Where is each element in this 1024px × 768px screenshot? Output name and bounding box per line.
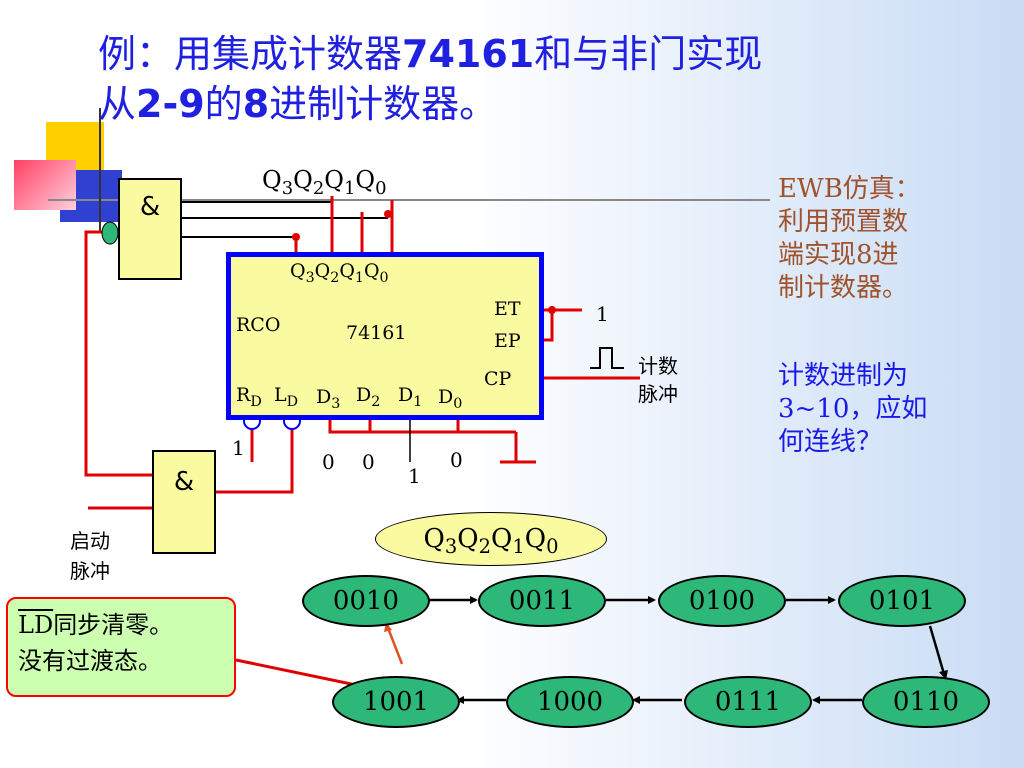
chip-cp: CP (484, 368, 512, 390)
page-title-line2: 从2-9的8进制计数器。 (98, 82, 498, 126)
chip-d0: D0 (438, 386, 463, 412)
deco-square-pink (14, 160, 76, 210)
sync-clear-note: LD同步清零。 没有过渡态。 (6, 597, 236, 697)
value-d1: 1 (408, 464, 421, 488)
state-0011: 0011 (478, 575, 606, 627)
state-0010: 0010 (302, 575, 430, 627)
chip-q-label: Q3Q2Q1Q0 (290, 260, 389, 286)
arrow-1001-0010 (386, 627, 404, 665)
value-rd: 1 (232, 436, 245, 460)
gate-bubble (101, 221, 119, 245)
state-1001: 1001 (332, 676, 460, 728)
ewb-note: EWB仿真：利用预置数端实现8进制计数器。 (778, 174, 921, 303)
state-1000: 1000 (506, 676, 634, 728)
state-0111: 0111 (684, 676, 812, 728)
state-0110: 0110 (862, 676, 990, 728)
state-label: Q3Q2Q1Q0 (375, 512, 607, 566)
chip-rd: RD (236, 384, 262, 410)
chip-ep: EP (494, 330, 521, 352)
nand-gate-top: & (118, 178, 182, 280)
chip-et: ET (494, 298, 521, 320)
arrow-0101-0110 (928, 625, 946, 675)
wire-d-bus (328, 414, 516, 434)
chip-ld: LD (274, 384, 299, 410)
count-pulse-label: 计数脉冲 (638, 354, 678, 406)
page-title-line1: 例：用集成计数器74161和与非门实现 (98, 32, 763, 76)
ld-overbar: LD (18, 611, 54, 639)
nand-gate-bottom: & (152, 450, 216, 554)
wire-gate-loop (84, 230, 154, 477)
state-0101: 0101 (838, 575, 966, 627)
counter-chip (226, 252, 544, 420)
wire-ld (214, 430, 294, 494)
chip-rco: RCO (236, 314, 281, 336)
chip-name: 74161 (346, 322, 407, 344)
q-outputs-label: Q3Q2Q1Q0 (262, 166, 387, 199)
state-0100: 0100 (658, 575, 786, 627)
junction-q1 (384, 210, 392, 218)
pulse-symbol (590, 347, 624, 369)
chip-d2: D2 (356, 384, 381, 410)
value-d0: 0 (450, 448, 463, 472)
value-d3: 0 (322, 450, 335, 474)
chip-d3: D3 (316, 386, 341, 412)
value-d2: 0 (362, 450, 375, 474)
chip-d1: D1 (398, 384, 423, 410)
value-et: 1 (596, 302, 609, 326)
start-pulse-label: 启动脉冲 (70, 529, 110, 583)
